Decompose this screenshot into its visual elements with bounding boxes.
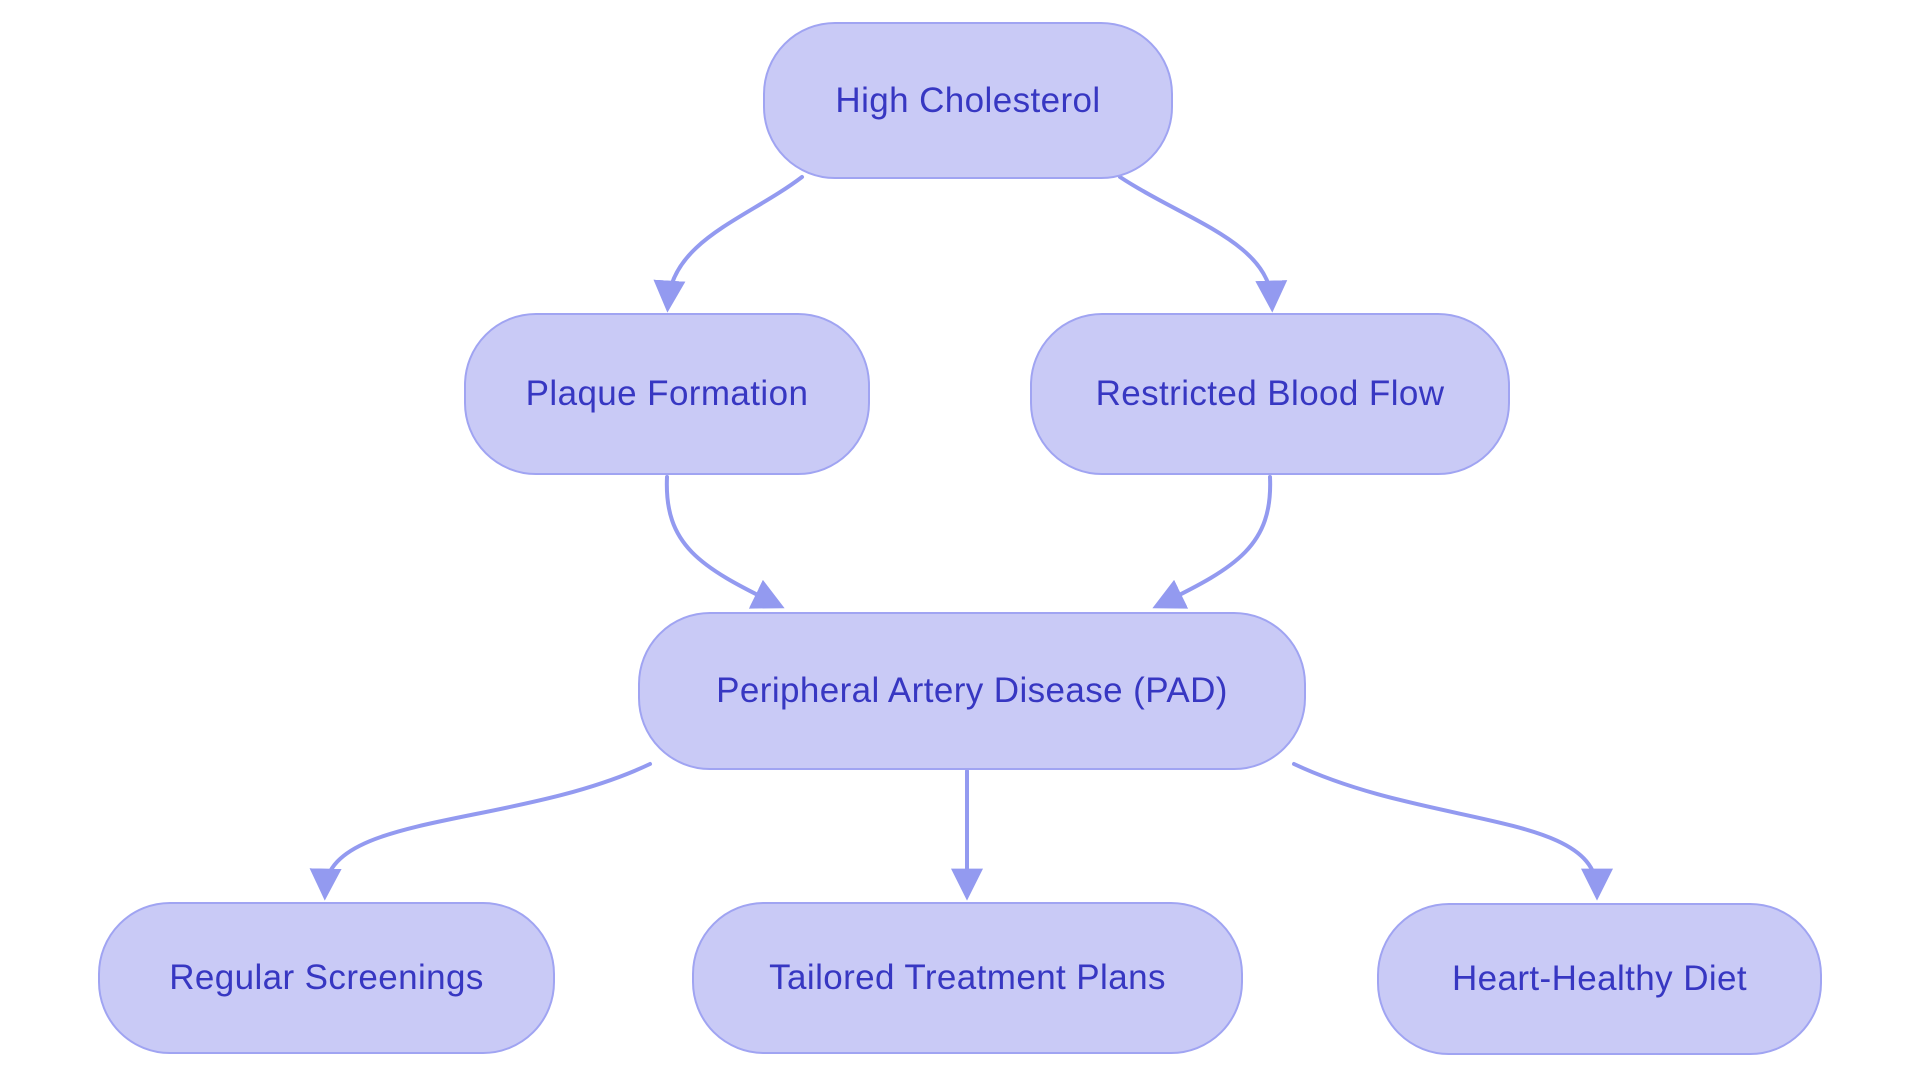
edge-high-cholesterol-to-plaque-formation <box>653 175 804 313</box>
node-regular-screenings: Regular Screenings <box>98 902 555 1054</box>
edge-restricted-blood-flow-to-peripheral-artery-disease <box>1152 475 1273 609</box>
node-label: Plaque Formation <box>525 374 809 413</box>
node-label: Peripheral Artery Disease (PAD) <box>716 671 1228 710</box>
node-label: Tailored Treatment Plans <box>769 958 1166 997</box>
node-heart-healthy-diet: Heart-Healthy Diet <box>1377 903 1822 1055</box>
node-label: Regular Screenings <box>169 958 484 997</box>
node-peripheral-artery-disease: Peripheral Artery Disease (PAD) <box>638 612 1306 770</box>
edge-peripheral-artery-disease-to-regular-screenings <box>309 762 652 901</box>
node-label: Restricted Blood Flow <box>1095 374 1445 413</box>
edge-peripheral-artery-disease-to-heart-healthy-diet <box>1292 762 1613 901</box>
node-label: High Cholesterol <box>835 80 1101 120</box>
node-tailored-treatment-plans: Tailored Treatment Plans <box>692 902 1243 1054</box>
node-plaque-formation: Plaque Formation <box>464 313 870 475</box>
node-high-cholesterol: High Cholesterol <box>763 22 1173 179</box>
edge-high-cholesterol-to-restricted-blood-flow <box>1118 175 1288 313</box>
edge-plaque-formation-to-peripheral-artery-disease <box>664 475 785 609</box>
node-restricted-blood-flow: Restricted Blood Flow <box>1030 313 1510 475</box>
node-label: Heart-Healthy Diet <box>1451 959 1748 998</box>
